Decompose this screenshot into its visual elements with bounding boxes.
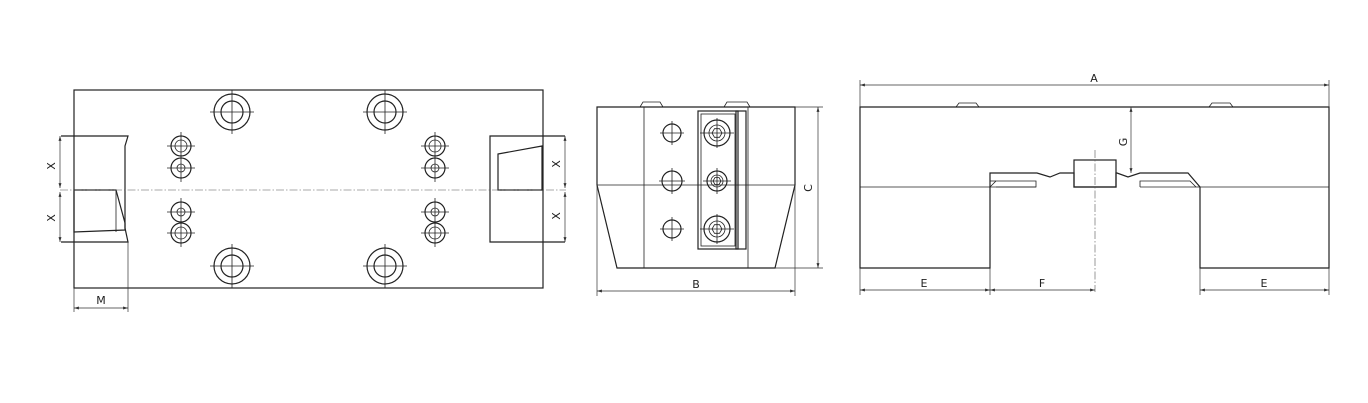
label-f: F [1039,277,1045,290]
left-jaw-insert [73,189,126,233]
front-tab-right [1208,102,1234,108]
label-x-right-bottom: X [550,212,563,220]
dim-b [596,185,796,296]
top-tab-left [639,101,664,108]
label-x-left-top: X [45,162,58,170]
top-tab-right [723,101,751,108]
top-view [58,89,567,312]
side-view-body [596,106,796,269]
pad-left [989,180,1037,188]
label-e-left: E [921,277,928,290]
hole-pair-right-bottom [421,198,449,247]
side-view [596,101,823,296]
side-hole-top [660,121,684,145]
left-jaw [61,135,129,243]
hole-pair-right-top [421,132,449,182]
right-jaw-insert [497,145,543,191]
hole-pair-left-bottom [167,198,195,247]
dim-a [859,80,1330,107]
top-view-body [73,89,544,289]
label-x-right-top: X [550,160,563,168]
hole-pair-left-top [167,132,195,182]
dim-e-right [1199,268,1330,295]
label-c: C [802,184,815,192]
front-tab-left [955,102,980,108]
plate-bolt-top [700,118,734,148]
counterbore-hole-bl [210,244,254,288]
plate-bolt-middle [703,168,731,194]
label-b: B [692,278,700,291]
side-hole-middle [659,168,685,194]
dim-c [775,106,823,269]
label-a: A [1090,72,1098,85]
counterbore-hole-br [363,244,407,288]
label-e-right: E [1261,277,1268,290]
right-jaw [489,135,565,243]
label-x-left-bottom: X [45,214,58,222]
front-view [859,80,1330,295]
clamp-plate [697,110,739,250]
plate-bolt-bottom [700,214,734,244]
counterbore-hole-tr [363,90,407,134]
dim-m [73,242,129,312]
counterbore-hole-tl [210,90,254,134]
side-hole-bottom [660,217,684,241]
label-m: M [96,294,106,307]
pad-right [1139,180,1197,188]
label-g: G [1117,138,1130,147]
